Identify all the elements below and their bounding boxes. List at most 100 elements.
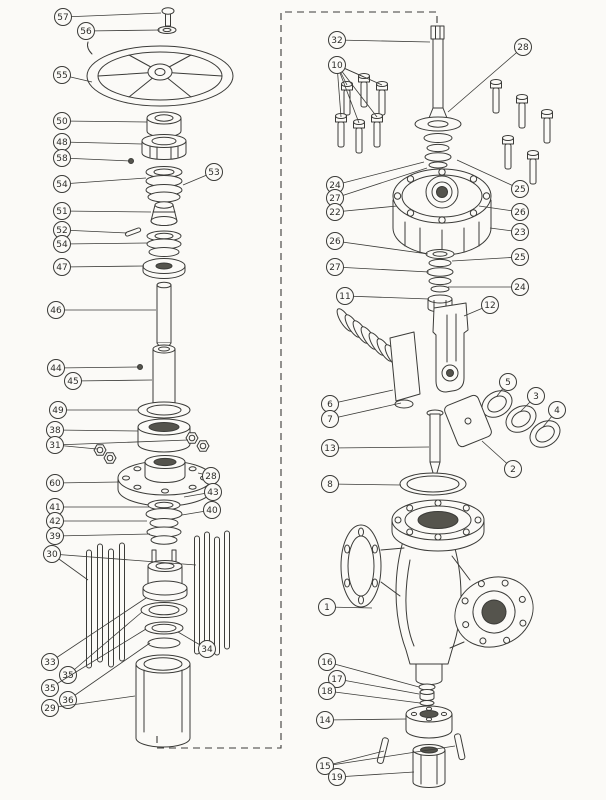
callout-balloon (47, 359, 65, 377)
bottom-flange-nut (405, 705, 453, 739)
callout-number: 47 (56, 263, 67, 273)
callout-19: 19 (328, 768, 415, 786)
callout-18: 18 (318, 682, 421, 704)
callout-number: 32 (331, 36, 342, 46)
callout-number: 57 (57, 13, 68, 23)
callout-number: 25 (514, 253, 525, 263)
callout-number: 2 (510, 465, 516, 475)
valve-body (340, 499, 534, 685)
callout-balloon (316, 711, 334, 729)
assembly-boundary (156, 11, 438, 749)
callout-number: 60 (49, 479, 61, 489)
callout-number: 51 (56, 207, 67, 217)
callout-balloon (514, 38, 532, 56)
leader-line (67, 642, 151, 701)
leader-line (55, 366, 140, 369)
callout-number: 36 (62, 696, 74, 706)
callout-balloon (41, 653, 59, 671)
callout-number: 22 (329, 208, 340, 218)
leader-line (447, 46, 524, 113)
callout-balloon (511, 203, 529, 221)
leader-line (61, 229, 128, 234)
callout-number: 46 (50, 306, 62, 316)
leader-line (49, 628, 147, 689)
callout-balloon (198, 640, 216, 658)
callout-36: 36 (59, 642, 151, 709)
leader-line (334, 240, 429, 255)
callout-number: 14 (319, 716, 331, 726)
callout-number: 26 (514, 208, 526, 218)
bottom-bushing (412, 744, 446, 788)
callout-number: 43 (207, 488, 218, 498)
callout-number: 45 (67, 377, 78, 387)
valve-stem-lower (426, 409, 444, 481)
leader-line (72, 379, 153, 382)
seat-rings (481, 390, 561, 448)
callout-balloon (53, 66, 71, 84)
packing-sleeve (135, 654, 191, 748)
leader-line (61, 157, 131, 162)
callout-number: 7 (327, 415, 333, 425)
callout-number: 12 (484, 301, 495, 311)
callout-54: 54 (53, 175, 147, 193)
leader-line (67, 611, 143, 676)
leader-line (54, 533, 151, 537)
callout-13: 13 (321, 439, 430, 457)
callout-10: 10 (328, 56, 383, 124)
callout-balloon (203, 501, 221, 519)
callout-number: 18 (321, 687, 333, 697)
callout-balloon (511, 180, 529, 198)
yoke-nuts (93, 432, 210, 464)
callout-balloon (499, 373, 517, 391)
callout-46: 46 (47, 301, 156, 319)
callout-47: 47 (53, 258, 145, 276)
callout-54: 54 (53, 235, 148, 253)
callout-24: 24 (326, 161, 425, 194)
callout-balloon (318, 598, 336, 616)
callout-28: 28 (447, 38, 532, 113)
callout-balloon (205, 163, 223, 181)
callout-balloon (504, 460, 522, 478)
callout-balloon (318, 682, 336, 700)
leader-line (329, 389, 394, 405)
callout-number: 28 (205, 472, 217, 482)
callout-number: 49 (52, 406, 64, 416)
valve-stem-upper (428, 25, 448, 119)
callout-number: 54 (56, 180, 68, 190)
callout-number: 27 (329, 263, 340, 273)
callout-number: 10 (331, 61, 343, 71)
yoke-cup (137, 418, 191, 453)
leader-line (329, 483, 402, 486)
callout-26: 26 (326, 232, 429, 255)
callout-number: 28 (517, 43, 529, 53)
callout-balloon (328, 768, 346, 786)
leader-line (54, 429, 139, 432)
callout-34: 34 (177, 631, 216, 658)
callout-balloon (328, 56, 346, 74)
callout-22: 22 (326, 203, 398, 221)
taper-pin (124, 227, 142, 237)
callout-number: 6 (327, 400, 333, 410)
callout-balloon (321, 439, 339, 457)
callout-28: 28 (197, 467, 220, 485)
yoke-flange (117, 455, 213, 507)
leader-line (334, 266, 430, 273)
callout-23: 23 (489, 223, 529, 241)
leader-line (51, 553, 197, 566)
callout-balloon (53, 258, 71, 276)
callout-balloon (511, 278, 529, 296)
callout-balloon (481, 296, 499, 314)
leader-line (334, 205, 398, 213)
callout-number: 38 (49, 426, 61, 436)
callout-30: 30 (43, 545, 197, 581)
callout-57: 57 (54, 8, 162, 26)
callout-balloon (326, 232, 344, 250)
callout-41: 41 (46, 498, 149, 516)
callout-number: 53 (208, 168, 219, 178)
callout-51: 51 (53, 202, 152, 220)
leader-line (324, 718, 407, 721)
callout-48: 48 (53, 133, 143, 151)
callout-56: 56 (77, 22, 161, 40)
leader-line (456, 159, 521, 190)
